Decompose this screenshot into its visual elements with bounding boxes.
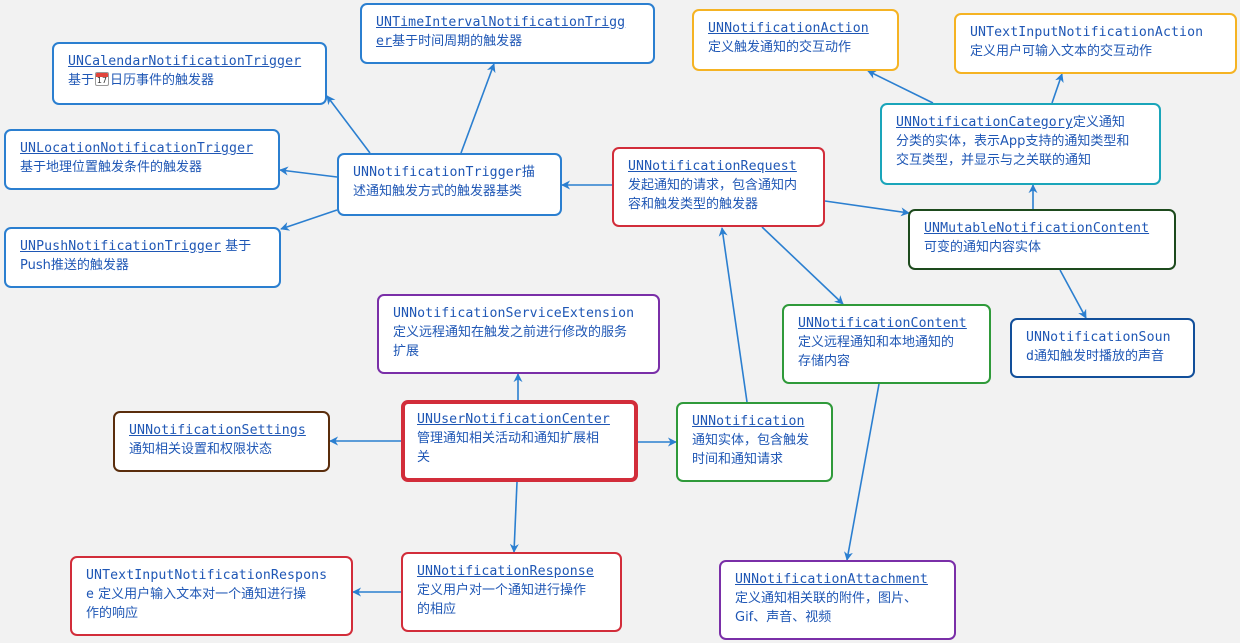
node-desc-b: 分类的实体，表示App支持的通知类型和: [896, 134, 1130, 149]
node-desc-b: 日历事件的触发器: [110, 73, 215, 88]
node-title[interactable]: UNCalendarNotificationTrigger: [68, 54, 302, 69]
node-desc: 基于时间周期的触发器: [392, 34, 523, 49]
node-notification-response[interactable]: UNNotificationResponse 定义用户对一个通知进行操作 的相应: [401, 552, 622, 632]
node-title[interactable]: UNNotificationServiceExtension: [393, 306, 635, 321]
node-notification[interactable]: UNNotification 通知实体，包含触发 时间和通知请求: [676, 402, 833, 482]
node-notification-settings[interactable]: UNNotificationSettings 通知相关设置和权限状态: [113, 411, 330, 472]
arrow-request-to-content: [761, 226, 844, 305]
node-title[interactable]: UNUserNotificationCenter: [417, 412, 610, 427]
node-title[interactable]: UNMutableNotificationContent: [924, 221, 1150, 236]
node-desc: 定义用户可输入文本的交互动作: [970, 44, 1153, 59]
node-title[interactable]: UNPushNotificationTrigger: [20, 239, 221, 254]
calendar-icon: [95, 72, 110, 86]
node-desc-a: 定义远程通知在触发之前进行修改的服务: [393, 325, 628, 340]
arrow-request-to-mutable-content: [824, 200, 910, 217]
node-title[interactable]: UNNotificationSoun: [1026, 330, 1171, 345]
node-title[interactable]: UNNotificationAttachment: [735, 572, 928, 587]
node-title[interactable]: UNTimeIntervalNotificationTrigg: [376, 15, 626, 30]
node-desc: 定义触发通知的交互动作: [708, 40, 852, 55]
node-desc-b: Push推送的触发器: [20, 258, 129, 273]
node-desc-b: Gif、声音、视频: [735, 610, 832, 625]
node-title[interactable]: UNNotification: [692, 414, 805, 429]
node-notification-content[interactable]: UNNotificationContent 定义远程通知和本地通知的 存储内容: [782, 304, 991, 384]
arrow-trigger-to-location: [279, 166, 338, 178]
node-desc-a: 描: [521, 165, 535, 180]
node-desc-a: 管理通知相关活动和通知扩展相: [417, 431, 600, 446]
node-time-interval-trigger[interactable]: UNTimeIntervalNotificationTrigg er基于时间周期…: [360, 3, 655, 64]
node-title[interactable]: UNNotificationRequest: [628, 159, 797, 174]
node-desc: 基于地理位置触发条件的触发器: [20, 160, 203, 175]
node-title[interactable]: UNNotificationAction: [708, 21, 869, 36]
arrow-trigger-to-calendar: [326, 95, 371, 154]
node-desc-a: 定义用户输入文本对一个通知进行操: [94, 587, 307, 602]
node-desc-a: 定义通知相关联的附件，图片、: [735, 591, 918, 606]
node-notification-trigger[interactable]: UNNotificationTrigger描 述通知触发方式的触发器基类: [337, 153, 562, 216]
node-service-extension[interactable]: UNNotificationServiceExtension 定义远程通知在触发…: [377, 294, 660, 374]
node-desc-b: 扩展: [393, 344, 420, 359]
node-notification-action[interactable]: UNNotificationAction 定义触发通知的交互动作: [692, 9, 899, 71]
node-desc: 通知触发时播放的声音: [1034, 349, 1165, 364]
node-title[interactable]: UNNotificationResponse: [417, 564, 594, 579]
node-desc-a: 定义用户对一个通知进行操作: [417, 583, 587, 598]
node-text-input-action[interactable]: UNTextInputNotificationAction 定义用户可输入文本的…: [954, 13, 1237, 74]
node-desc: 可变的通知内容实体: [924, 240, 1042, 255]
arrow-notification-to-request: [718, 227, 748, 403]
node-desc-b: 的相应: [417, 602, 457, 617]
node-notification-sound[interactable]: UNNotificationSoun d通知触发时播放的声音: [1010, 318, 1195, 378]
arrow-mutable-to-sound: [1059, 269, 1087, 319]
node-title[interactable]: UNNotificationSettings: [129, 423, 306, 438]
node-title[interactable]: UNNotificationContent: [798, 316, 967, 331]
node-notification-attachment[interactable]: UNNotificationAttachment 定义通知相关联的附件，图片、 …: [719, 560, 956, 640]
arrow-trigger-to-time-interval: [460, 63, 496, 154]
node-mutable-content[interactable]: UNMutableNotificationContent 可变的通知内容实体: [908, 209, 1176, 270]
node-desc-a: 定义通知: [1072, 115, 1125, 130]
arrow-center-to-response: [509, 481, 519, 553]
node-push-trigger[interactable]: UNPushNotificationTrigger 基于 Push推送的触发器: [4, 227, 281, 288]
node-desc-b: 关: [417, 450, 431, 465]
node-title-cont[interactable]: er: [376, 34, 393, 49]
node-location-trigger[interactable]: UNLocationNotificationTrigger 基于地理位置触发条件…: [4, 129, 280, 190]
node-desc: 通知相关设置和权限状态: [129, 442, 273, 457]
arrow-content-to-attachment: [844, 383, 880, 561]
node-desc-b: 存储内容: [798, 354, 851, 369]
node-desc-b: 述通知触发方式的触发器基类: [353, 184, 523, 199]
node-title-cont[interactable]: e: [86, 587, 95, 602]
node-desc-a: 基于: [68, 73, 95, 88]
node-notification-request[interactable]: UNNotificationRequest 发起通知的请求，包含通知内 容和触发…: [612, 147, 825, 227]
node-text-input-response[interactable]: UNTextInputNotificationRespons e 定义用户输入文…: [70, 556, 353, 636]
node-desc-b: 时间和通知请求: [692, 452, 784, 467]
node-title[interactable]: UNTextInputNotificationRespons: [86, 568, 328, 583]
node-desc-c: 交互类型，并显示与之关联的通知: [896, 153, 1092, 168]
node-title[interactable]: UNNotificationCategory: [896, 115, 1073, 130]
node-desc-a: 定义远程通知和本地通知的: [798, 335, 955, 350]
arrow-category-to-text-action: [1051, 73, 1064, 104]
node-desc-a: 基于: [221, 239, 252, 254]
node-title[interactable]: UNTextInputNotificationAction: [970, 25, 1204, 40]
node-user-notification-center[interactable]: UNUserNotificationCenter 管理通知相关活动和通知扩展相 …: [401, 400, 638, 482]
node-desc-b: 容和触发类型的触发器: [628, 197, 759, 212]
node-title[interactable]: UNLocationNotificationTrigger: [20, 141, 254, 156]
arrow-trigger-to-push: [280, 209, 338, 231]
node-calendar-trigger[interactable]: UNCalendarNotificationTrigger 基于日历事件的触发器: [52, 42, 327, 105]
arrow-category-to-action: [867, 70, 934, 104]
node-desc-b: 作的响应: [86, 606, 139, 621]
node-title-cont[interactable]: d: [1026, 349, 1035, 364]
node-desc-a: 通知实体，包含触发: [692, 433, 810, 448]
node-title[interactable]: UNNotificationTrigger: [353, 165, 522, 180]
node-notification-category[interactable]: UNNotificationCategory定义通知 分类的实体，表示App支持…: [880, 103, 1161, 185]
node-desc-a: 发起通知的请求，包含通知内: [628, 178, 798, 193]
